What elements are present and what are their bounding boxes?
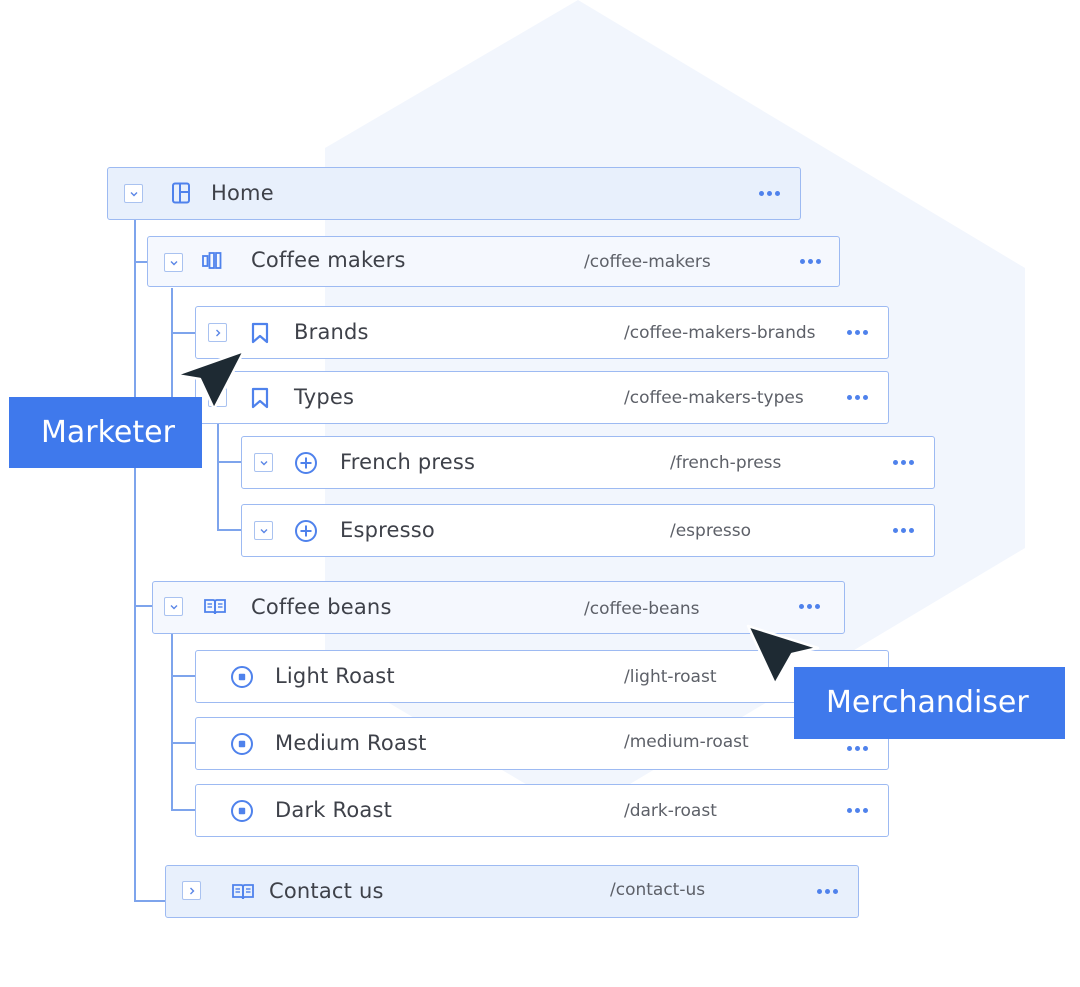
book-icon <box>204 599 226 615</box>
more-options-icon[interactable] <box>847 807 869 815</box>
node-label: Coffee beans <box>251 595 392 619</box>
book-icon <box>232 884 254 900</box>
more-options-icon[interactable] <box>800 258 822 266</box>
node-path: /medium-roast <box>624 732 749 752</box>
merchandiser-cursor-icon <box>746 624 820 686</box>
node-label: Coffee makers <box>251 248 406 272</box>
more-options-icon[interactable] <box>893 527 915 535</box>
chevron-down-icon[interactable] <box>254 453 273 472</box>
bookmark-icon <box>251 387 269 409</box>
node-path: /espresso <box>670 521 752 541</box>
chevron-right-icon[interactable] <box>182 881 201 900</box>
chevron-down-icon[interactable] <box>254 521 273 540</box>
tree-node-dark-roast[interactable]: Dark Roast /dark-roast <box>195 784 889 837</box>
tree-node-medium-roast[interactable]: Medium Roast /medium-roast <box>195 717 889 770</box>
more-options-icon[interactable] <box>847 329 869 337</box>
more-options-icon[interactable] <box>817 888 839 896</box>
node-path: /coffee-makers-types <box>624 388 804 408</box>
radio-dot-icon <box>231 666 253 688</box>
node-label: Espresso <box>340 518 435 542</box>
plus-circle-icon <box>295 520 317 542</box>
node-label: Dark Roast <box>275 798 393 822</box>
node-label: Contact us <box>269 879 384 903</box>
node-label: Light Roast <box>275 664 395 688</box>
node-path: /coffee-makers-brands <box>624 323 816 343</box>
columns-icon <box>202 252 222 269</box>
bookmark-icon <box>251 322 269 344</box>
plus-circle-icon <box>295 452 317 474</box>
tree-node-french-press[interactable]: French press /french-press <box>241 436 935 489</box>
node-label: Home <box>211 181 274 205</box>
layout-icon <box>172 182 190 204</box>
node-label: Brands <box>294 320 369 344</box>
chevron-down-icon[interactable] <box>124 184 143 203</box>
tree-node-brands[interactable]: Brands /coffee-makers-brands <box>195 306 889 359</box>
node-label: French press <box>340 450 476 474</box>
radio-dot-icon <box>231 733 253 755</box>
tree-node-types[interactable]: Types /coffee-makers-types <box>195 371 889 424</box>
tree-node-coffee-beans[interactable]: Coffee beans /coffee-beans <box>152 581 845 634</box>
chevron-down-icon[interactable] <box>164 253 183 272</box>
node-path: /coffee-beans <box>584 599 700 619</box>
node-label: Medium Roast <box>275 731 427 755</box>
chevron-right-icon[interactable] <box>208 323 227 342</box>
more-options-icon[interactable] <box>847 745 869 753</box>
node-path: /french-press <box>670 453 782 473</box>
marketer-tag: Marketer <box>9 397 202 468</box>
tree-node-contact-us[interactable]: Contact us /contact-us <box>165 865 859 918</box>
node-label: Types <box>294 385 355 409</box>
chevron-down-icon[interactable] <box>164 597 183 616</box>
marketer-cursor-icon <box>174 349 246 411</box>
more-options-icon[interactable] <box>847 394 869 402</box>
more-options-icon[interactable] <box>893 459 915 467</box>
node-path: /coffee-makers <box>584 252 711 272</box>
more-options-icon[interactable] <box>799 603 821 611</box>
merchandiser-tag: Merchandiser <box>794 667 1065 739</box>
radio-dot-icon <box>231 800 253 822</box>
tree-node-coffee-makers[interactable]: Coffee makers /coffee-makers <box>147 236 840 287</box>
more-options-icon[interactable] <box>759 190 781 198</box>
tree-node-espresso[interactable]: Espresso /espresso <box>241 504 935 557</box>
node-path: /dark-roast <box>624 801 717 821</box>
tree-node-home[interactable]: Home <box>107 167 801 220</box>
node-path: /contact-us <box>610 880 706 900</box>
node-path: /light-roast <box>624 667 717 687</box>
